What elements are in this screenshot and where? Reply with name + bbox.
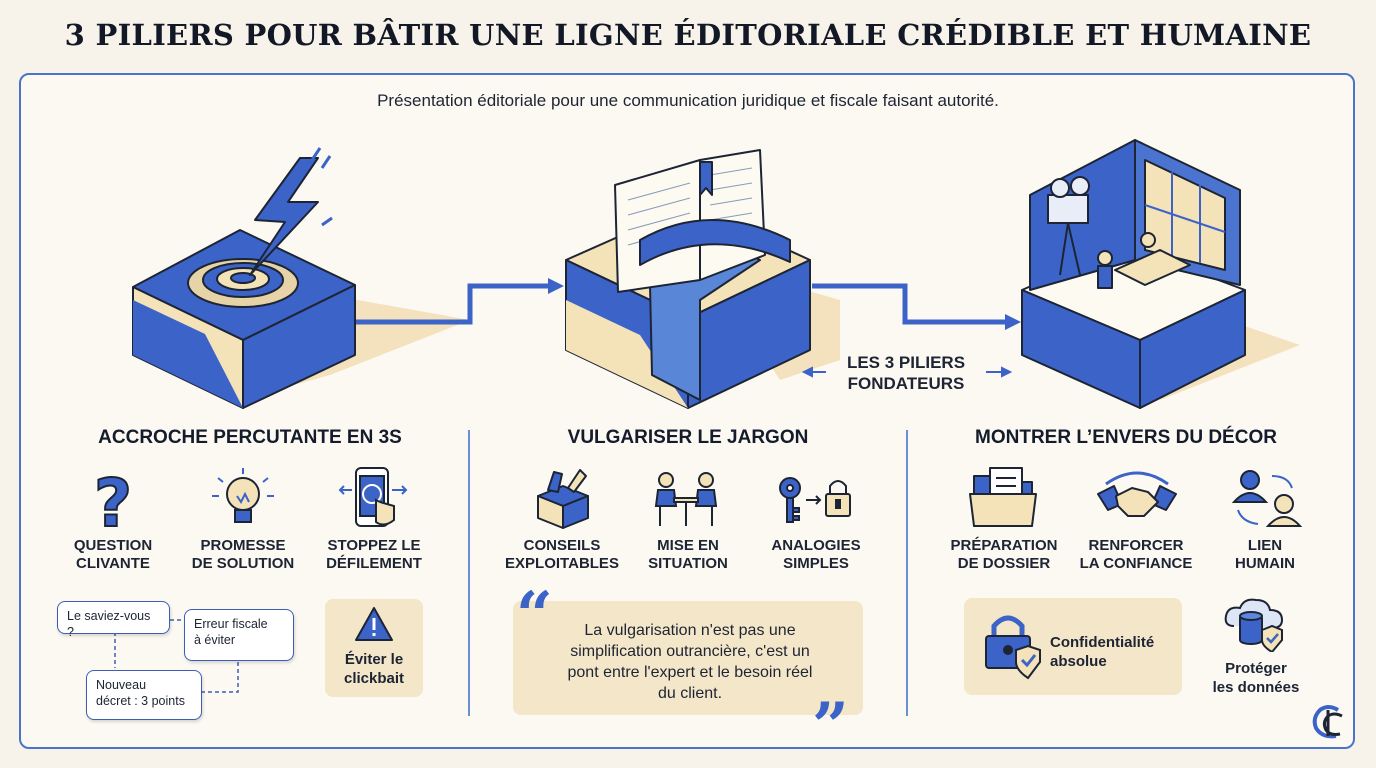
clickbait-l2: clickbait — [343, 670, 405, 687]
cube-book-bridge — [565, 149, 811, 409]
open-quote-icon: “ — [516, 585, 553, 619]
toolbox-icon — [537, 469, 589, 529]
bubble-saviez-vous: Le saviez-vous ? — [57, 601, 170, 639]
icon-label-dossier: PRÉPARATION DE DOSSIER — [934, 537, 1074, 573]
double-arrow — [801, 366, 1013, 378]
key-lock-icon — [779, 477, 851, 523]
question-icon: ? — [93, 466, 133, 530]
quote-line-2: simplification outrancière, c'est un — [570, 643, 810, 660]
center-label-line1: LES 3 PILIERS — [846, 353, 966, 372]
icon-label-promise: PROMESSE DE SOLUTION — [173, 537, 313, 573]
bubble-erreur-l1: Erreur fiscale — [194, 617, 268, 631]
icon-label-promise-l1: PROMESSE — [200, 537, 286, 554]
connector-arrows — [345, 283, 1005, 325]
padlock-shield-icon — [985, 615, 1041, 680]
bubble-erreur-l2: à éviter — [194, 633, 235, 647]
center-pillars-label: LES 3 PILIERS FONDATEURS — [826, 352, 986, 394]
quote-line-4: du client. — [657, 685, 723, 702]
quote-line-1: La vulgarisation n'est pas une — [584, 622, 796, 639]
quote-line-3: pont entre l'expert et le besoin réel — [567, 664, 813, 681]
bubble-decret-l1: Nouveau — [96, 678, 147, 692]
icon-label-conseils-l1: CONSEILS — [523, 537, 601, 554]
icon-label-situation-l2: SITUATION — [648, 555, 728, 572]
smartphone-touch-icon — [338, 467, 408, 527]
icon-label-scroll: STOPPEZ LE DÉFILEMENT — [304, 537, 444, 573]
clickbait-l1: Éviter le — [344, 651, 404, 668]
icon-label-dossier-l1: PRÉPARATION — [950, 537, 1058, 554]
brand-logo — [1312, 705, 1343, 739]
subtitle: Présentation éditoriale pour une communi… — [377, 91, 999, 110]
icon-label-promise-l2: DE SOLUTION — [191, 555, 295, 572]
people-link-icon — [1231, 470, 1303, 527]
icon-label-conseils: CONSEILS EXPLOITABLES — [492, 537, 632, 573]
icon-label-question-l1: QUESTION — [73, 537, 153, 554]
pillar-2-title: VULGARISER LE JARGON — [567, 427, 809, 448]
protect-data-text: Protéger les données — [1196, 659, 1316, 697]
icon-label-analogies-l1: ANALOGIES — [771, 537, 861, 554]
pillar-1-title: ACCROCHE PERCUTANTE EN 3S — [98, 427, 402, 448]
icon-label-situation-l1: MISE EN — [657, 537, 719, 554]
confidentiality-l1: Confidentialité — [1050, 634, 1155, 651]
icon-label-scroll-l2: DÉFILEMENT — [326, 555, 422, 572]
cloud-database-icon — [1224, 598, 1284, 652]
icon-label-humain-l1: LIEN — [1247, 537, 1283, 554]
cube-target-lightning — [132, 147, 356, 409]
center-label-line2: FONDATEURS — [847, 374, 965, 393]
icon-label-analogies: ANALOGIES SIMPLES — [746, 537, 886, 573]
icon-label-conseils-l2: EXPLOITABLES — [505, 555, 619, 572]
svg-text:?: ? — [94, 466, 132, 530]
lightbulb-icon — [212, 468, 274, 523]
icon-label-dossier-l2: DE DOSSIER — [957, 555, 1051, 572]
protect-data-l2: les données — [1212, 679, 1300, 696]
bubble-erreur-fiscale: Erreur fiscale à éviter — [184, 609, 294, 661]
icon-label-confiance-l1: RENFORCER — [1088, 537, 1184, 554]
icon-label-situation: MISE EN SITUATION — [618, 537, 758, 573]
bubble-nouveau-decret: Nouveau décret : 3 points — [86, 670, 202, 720]
column-divider-1 — [468, 430, 470, 716]
svg-text:”: ” — [812, 700, 849, 734]
arrow-head-2 — [1005, 314, 1021, 330]
close-quote-icon: ” — [812, 700, 849, 734]
page-title: 3 PILIERS POUR BÂTIR UNE LIGNE ÉDITORIAL… — [64, 18, 1312, 52]
icon-label-humain-l2: HUMAIN — [1235, 555, 1295, 572]
icon-label-humain: LIEN HUMAIN — [1195, 537, 1335, 573]
pillar-3-title: MONTRER L’ENVERS DU DÉCOR — [975, 427, 1277, 448]
handshake-icon — [1097, 471, 1177, 517]
quote-card — [513, 601, 863, 715]
icon-label-confiance-l2: LA CONFIANCE — [1079, 555, 1193, 572]
clickbait-text: Éviter le clickbait — [325, 650, 423, 688]
column-divider-2 — [906, 430, 908, 716]
icon-label-scroll-l1: STOPPEZ LE — [327, 537, 421, 554]
folder-icon — [969, 467, 1037, 527]
confidentiality-l2: absolue — [1050, 653, 1107, 670]
warning-icon — [355, 607, 393, 641]
icon-label-analogies-l2: SIMPLES — [783, 555, 849, 572]
icon-label-question: QUESTION CLIVANTE — [43, 537, 183, 573]
protect-data-l1: Protéger — [1225, 660, 1287, 677]
icon-label-confiance: RENFORCER LA CONFIANCE — [1066, 537, 1206, 573]
quote-text: La vulgarisation n'est pas une simplific… — [535, 620, 845, 704]
bubble-decret-l2: décret : 3 points — [96, 694, 185, 708]
cube-backstage-office — [1021, 139, 1246, 409]
confidentiality-text: Confidentialité absolue — [1050, 633, 1154, 671]
meeting-icon — [654, 472, 718, 526]
icon-label-question-l2: CLIVANTE — [76, 555, 150, 572]
arrow-head-1 — [548, 278, 564, 294]
svg-text:“: “ — [516, 585, 553, 619]
